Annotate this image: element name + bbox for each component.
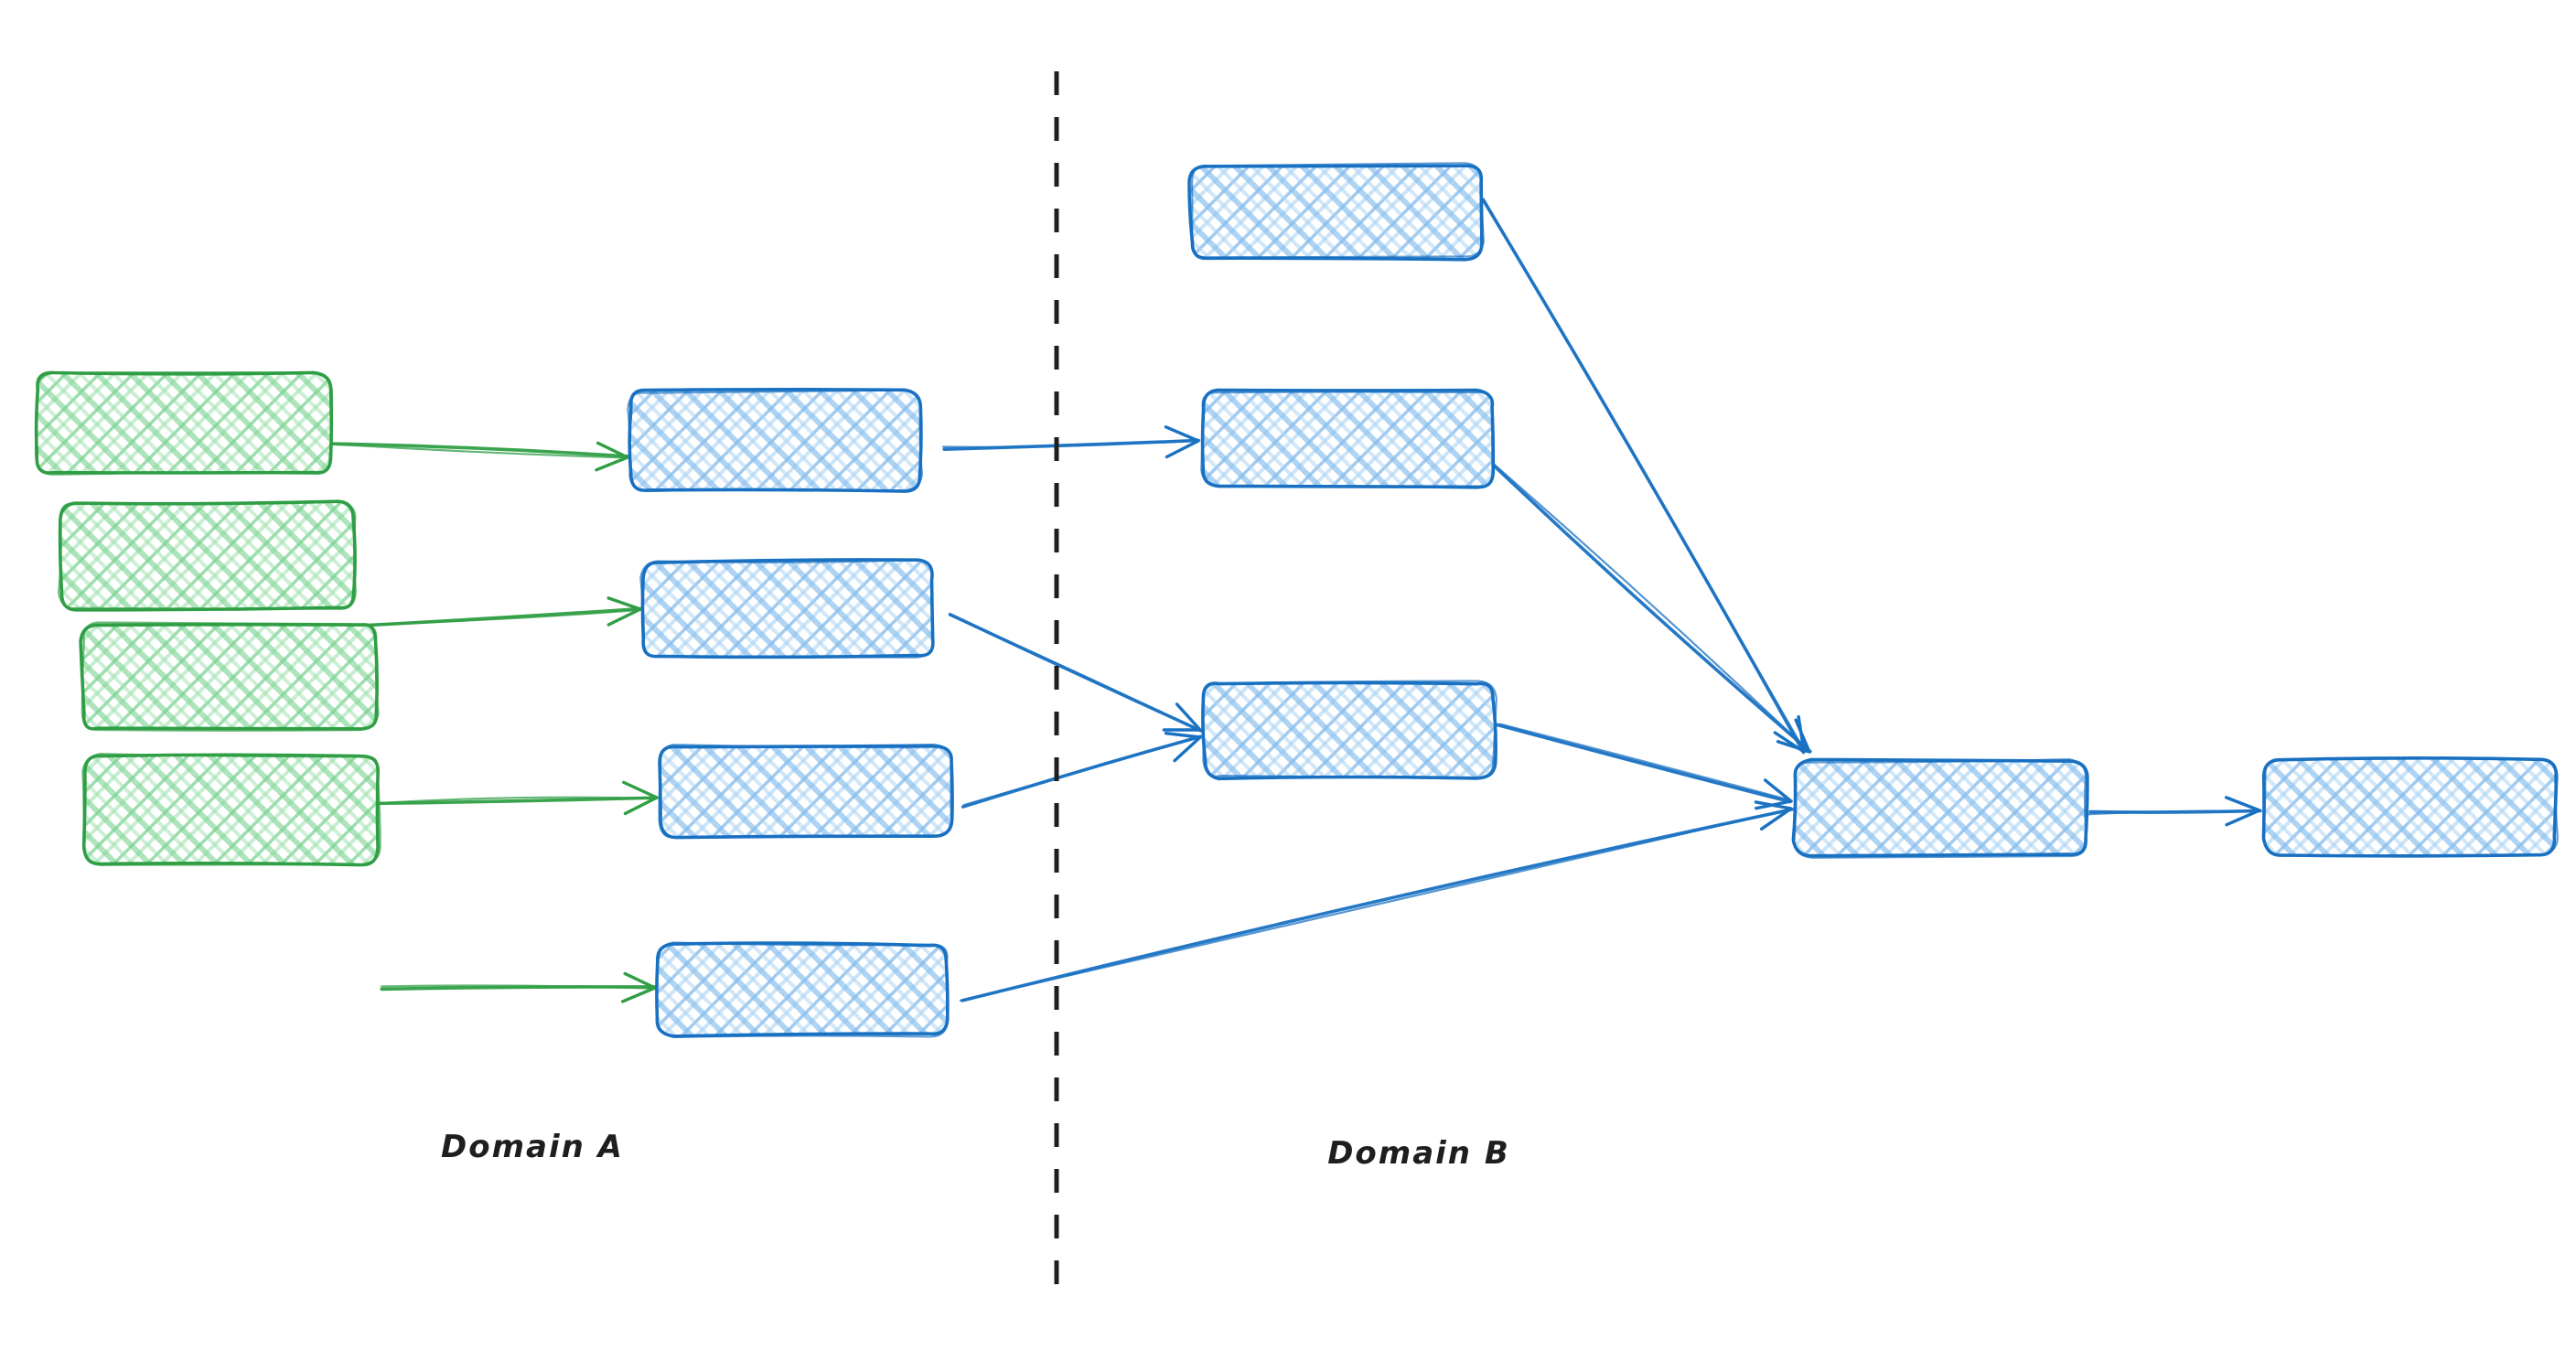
arrowhead-icon xyxy=(595,441,629,472)
node-a3[interactable] xyxy=(79,621,380,732)
edge-b1-to-c1[interactable] xyxy=(1481,198,1807,755)
edge-b2-to-c1[interactable] xyxy=(1492,463,1812,754)
label-domain-b: Domain B xyxy=(1327,1135,1510,1172)
arrowhead-icon xyxy=(620,971,657,1003)
edge-m2-to-b3[interactable] xyxy=(948,612,1203,733)
arrowhead-icon xyxy=(1776,718,1811,754)
node-m2[interactable] xyxy=(639,558,935,659)
edge-c1-to-d1[interactable] xyxy=(2086,796,2262,827)
node-m1[interactable] xyxy=(627,387,924,493)
label-domain-a: Domain A xyxy=(441,1129,624,1165)
arrowhead-icon xyxy=(2224,796,2261,827)
node-a2[interactable] xyxy=(58,499,357,612)
arrowhead-icon xyxy=(1754,800,1793,831)
node-m3[interactable] xyxy=(658,744,954,840)
arrowhead-icon xyxy=(1164,731,1202,763)
arrowhead-icon xyxy=(1162,702,1202,732)
arrowhead-icon xyxy=(622,780,659,816)
edge-a4-to-m4[interactable] xyxy=(380,971,657,1003)
node-b3[interactable] xyxy=(1201,680,1497,781)
edge-b3-to-c1[interactable] xyxy=(1495,723,1793,810)
edge-a3-to-m3[interactable] xyxy=(374,780,659,816)
node-a1[interactable] xyxy=(34,370,334,476)
edge-m1-to-b2[interactable] xyxy=(941,425,1200,459)
edge-a2-to-m2[interactable] xyxy=(353,596,643,628)
node-c1[interactable] xyxy=(1791,757,2089,859)
edges-layer xyxy=(327,198,2262,1003)
node-b1[interactable] xyxy=(1187,162,1486,262)
node-b2[interactable] xyxy=(1200,388,1496,489)
arrowhead-icon xyxy=(1755,778,1793,810)
arrowhead-icon xyxy=(1164,425,1200,459)
node-d1[interactable] xyxy=(2261,756,2559,858)
labels-layer: Domain A Domain B xyxy=(441,1129,1510,1172)
edge-m3-to-b3[interactable] xyxy=(961,731,1202,809)
node-a4[interactable] xyxy=(81,753,381,867)
nodes-layer xyxy=(34,162,2559,1038)
edge-a1-to-m1[interactable] xyxy=(327,441,630,472)
arrowhead-icon xyxy=(606,596,642,627)
node-m4[interactable] xyxy=(655,941,950,1038)
edge-m4-to-c1[interactable] xyxy=(959,800,1794,1002)
